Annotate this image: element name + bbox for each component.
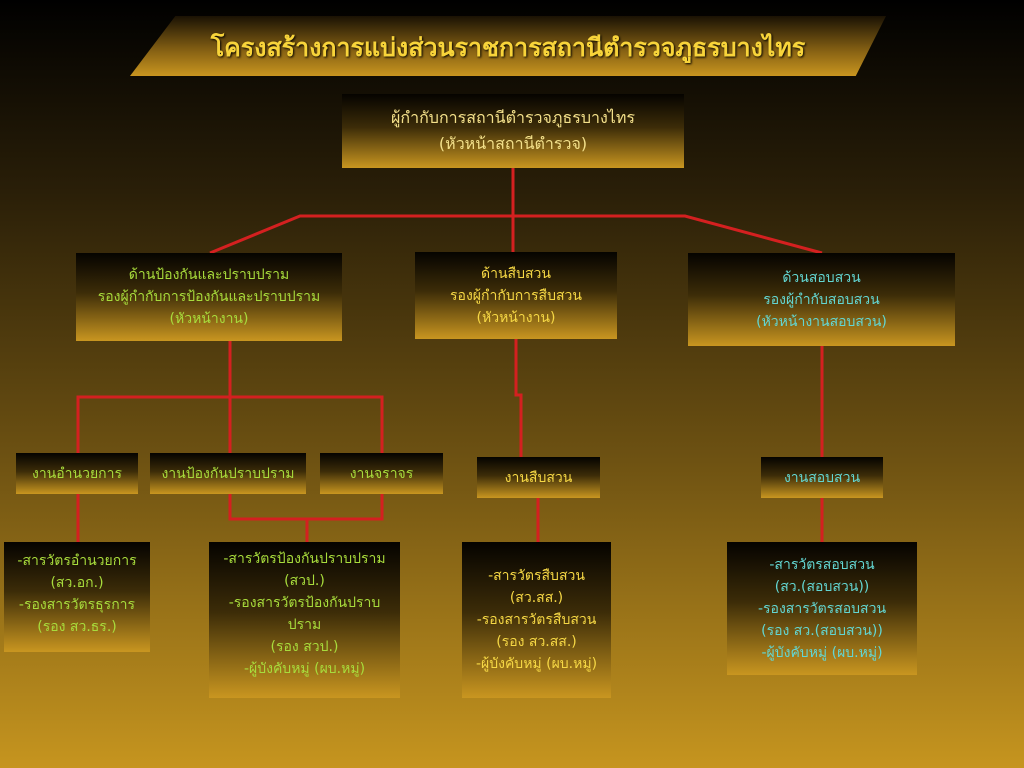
staff-line: (สว.อก.): [50, 575, 104, 591]
staff-line: -สารวัตรอำนวยการ: [17, 553, 137, 569]
staff-line: -สารวัตรสืบสวน: [488, 568, 585, 584]
unit-label: งานอำนวยการ: [31, 465, 123, 482]
division-name: ด้วนสอบสวน: [782, 269, 861, 286]
staff-administration: -สารวัตรอำนวยการ (สว.อก.) -รองสารวัตรธุร…: [4, 542, 150, 652]
staff-line: -สารวัตรสอบสวน: [769, 556, 875, 573]
unit-label: งานจราจร: [349, 465, 414, 482]
division-role: (หัวหน้างาน): [476, 309, 556, 326]
staff-line: (รอง สว.(สอบสวน)): [761, 622, 883, 639]
chief-title: ผู้กำกับการสถานีตำรวจภูธรบางไทร: [391, 108, 635, 127]
staff-crime-prevention: -สารวัตรป้องกันปราบปราม (สวป.) -รองสารวั…: [209, 542, 400, 698]
chief-subtitle: (หัวหน้าสถานีตำรวจ): [438, 134, 588, 153]
banner-ribbon: [130, 16, 886, 76]
division-name: ด้านป้องกันและปราบปราม: [128, 267, 290, 283]
division-head: รองผู้กำกับการสืบสวน: [450, 287, 582, 304]
staff-inquiry: -สารวัตรสอบสวน (สว.(สอบสวน)) -รองสารวัตร…: [727, 542, 917, 675]
page-title: โครงสร้างการแบ่งส่วนราชการสถานีตำรวจภูธร…: [210, 33, 806, 62]
division-investigation: ด้านสืบสวน รองผู้กำกับการสืบสวน (หัวหน้า…: [415, 252, 617, 339]
division-name: ด้านสืบสวน: [481, 265, 551, 282]
unit-label: งานป้องกันปราบปราม: [161, 465, 295, 482]
staff-investigation: -สารวัตรสืบสวน (สว.สส.) -รองสารวัตรสืบสว…: [462, 542, 611, 698]
staff-line: (รอง สวป.): [270, 639, 339, 655]
connector-top-branch: [209, 214, 823, 255]
staff-line: (สว.(สอบสวน)): [774, 578, 870, 595]
title-banner: โครงสร้างการแบ่งส่วนราชการสถานีตำรวจภูธร…: [130, 16, 886, 76]
division-inquiry: ด้วนสอบสวน รองผู้กำกับสอบสวน (หัวหน้างาน…: [688, 253, 955, 346]
unit-administration: งานอำนวยการ: [16, 453, 138, 494]
staff-line: -รองสารวัตรสอบสวน: [757, 600, 887, 617]
staff-line: ปราม: [287, 617, 322, 633]
staff-line: -ผู้บังคับหมู่ (ผบ.หมู่): [475, 656, 598, 672]
division-head: รองผู้กำกับสอบสวน: [763, 291, 880, 308]
division-prevention: ด้านป้องกันและปราบปราม รองผู้กำกับการป้อ…: [76, 253, 342, 341]
connector-unit2-3: [228, 494, 384, 521]
connector-div1-branch: [76, 395, 384, 453]
unit-label: งานสอบสวน: [783, 469, 861, 486]
unit-investigation: งานสืบสวน: [477, 457, 600, 498]
staff-line: (รอง สว.สส.): [496, 634, 577, 650]
staff-line: -รองสารวัตรสืบสวน: [476, 612, 597, 628]
unit-label: งานสืบสวน: [504, 469, 573, 486]
connector-div2: [514, 339, 523, 457]
chief-box: ผู้กำกับการสถานีตำรวจภูธรบางไทร (หัวหน้า…: [342, 94, 684, 168]
unit-inquiry: งานสอบสวน: [761, 457, 883, 498]
division-role: (หัวหน้างานสอบสวน): [756, 313, 887, 330]
division-head: รองผู้กำกับการป้องกันและปราบปราม: [97, 289, 321, 305]
staff-line: (รอง สว.ธร.): [37, 619, 117, 635]
staff-line: -ผู้บังคับหมู่ (ผบ.หมู่): [243, 661, 366, 677]
staff-line: -รองสารวัตรธุรการ: [18, 597, 136, 613]
staff-line: -ผู้บังคับหมู่ (ผบ.หมู่): [761, 644, 883, 661]
staff-line: (สวป.): [284, 573, 325, 589]
staff-line: (สว.สส.): [509, 590, 564, 606]
unit-traffic: งานจราจร: [320, 453, 443, 494]
staff-line: -รองสารวัตรป้องกันปราบ: [228, 595, 381, 611]
staff-line: -สารวัตรป้องกันปราบปราม: [223, 551, 386, 567]
unit-crime-prevention: งานป้องกันปราบปราม: [150, 453, 306, 494]
division-role: (หัวหน้างาน): [169, 311, 249, 327]
